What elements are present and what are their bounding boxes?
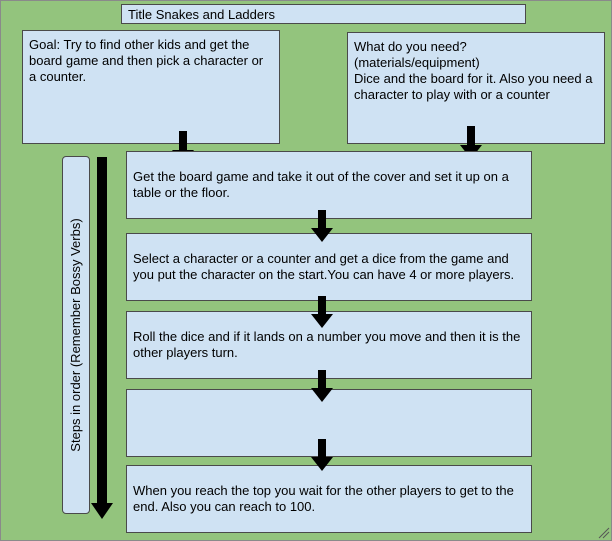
materials-heading: What do you need? (354, 39, 467, 54)
steps-label: Steps in order (Remember Bossy Verbs) (68, 218, 83, 452)
goal-box: Goal: Try to find other kids and get the… (22, 30, 280, 144)
down-arrow-icon (311, 210, 333, 242)
step-1-text: Get the board game and take it out of th… (133, 169, 509, 200)
down-arrow-icon (311, 439, 333, 471)
step-5-box: When you reach the top you wait for the … (126, 465, 532, 533)
step-2-text: Select a character or a counter and get … (133, 251, 515, 282)
step-3-text: Roll the dice and if it lands on a numbe… (133, 329, 521, 360)
materials-subheading: (materials/equipment) (354, 55, 480, 70)
down-arrow-icon (311, 296, 333, 328)
materials-text: Dice and the board for it. Also you need… (354, 71, 593, 102)
goal-text: Goal: Try to find other kids and get the… (29, 37, 264, 84)
step-3-box: Roll the dice and if it lands on a numbe… (126, 311, 532, 379)
down-arrow-icon (311, 370, 333, 402)
step-2-box: Select a character or a counter and get … (126, 233, 532, 301)
steps-sidebar (62, 156, 90, 514)
materials-box: What do you need? (materials/equipment) … (347, 32, 605, 144)
step-1-box: Get the board game and take it out of th… (126, 151, 532, 219)
long-down-arrow-icon (91, 157, 113, 519)
title-box: Title Snakes and Ladders (121, 4, 526, 24)
title-text: Title Snakes and Ladders (128, 7, 275, 22)
step-5-text: When you reach the top you wait for the … (133, 483, 514, 514)
resize-grip-icon[interactable] (598, 527, 610, 539)
